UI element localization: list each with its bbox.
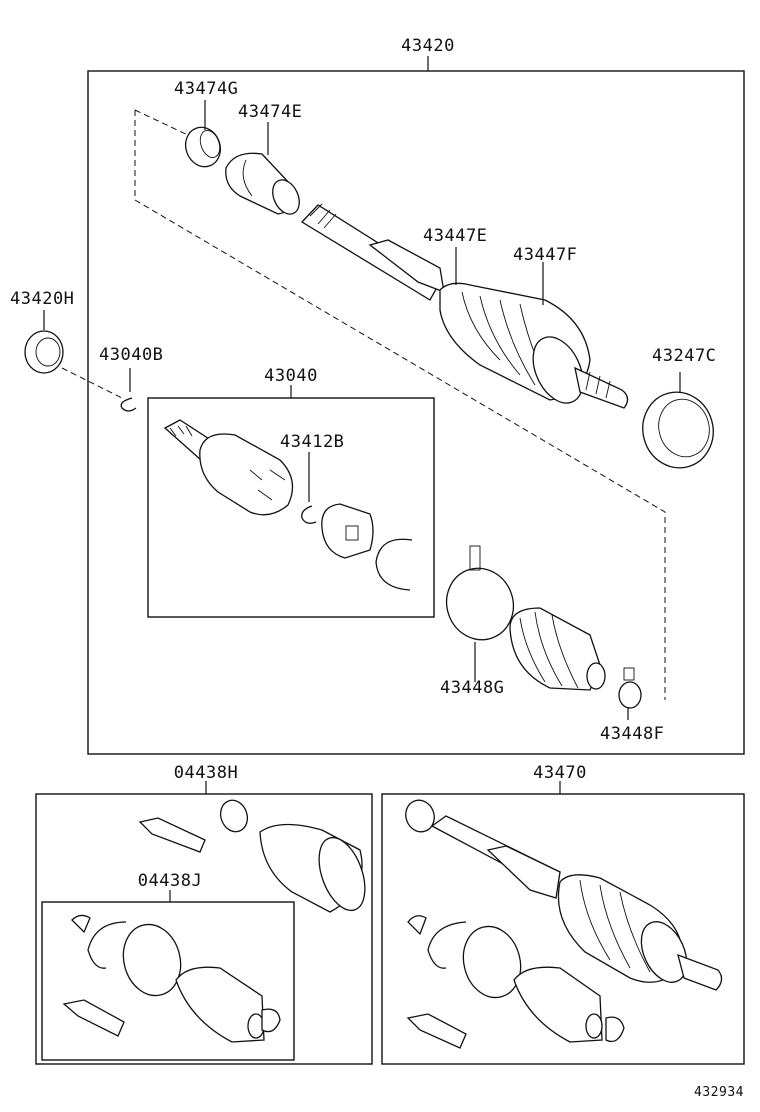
- grease-tube-1: [138, 817, 206, 853]
- snap-ring-large: [375, 538, 413, 591]
- label-04438j: 04438J: [138, 871, 202, 891]
- boot-j: [175, 966, 265, 1043]
- figure-number: 432934: [694, 1085, 744, 1100]
- assembly-dashed-outline: [134, 109, 666, 700]
- clamp-tiny-j: [261, 1008, 281, 1033]
- grease-tube-2: [62, 999, 125, 1037]
- label-43247c: 43247C: [652, 346, 716, 366]
- clamp-small-43470: [407, 915, 427, 936]
- label-04438h: 04438H: [174, 763, 238, 783]
- boot-kit-04438j-frame: [41, 901, 295, 1061]
- label-43040b: 43040B: [99, 345, 163, 365]
- clamp-tiny-43470: [605, 1016, 625, 1043]
- dust-seal-43474g: [184, 126, 222, 168]
- label-43448g: 43448G: [440, 678, 504, 698]
- boot-43470: [513, 966, 603, 1043]
- clamp-small-j: [71, 914, 91, 934]
- clamp-large-43470: [462, 925, 522, 999]
- circlip-43412b: [301, 505, 317, 524]
- snap-ring-j: [87, 921, 127, 969]
- boot-kit-04438h-frame: [35, 793, 373, 1065]
- label-43474e: 43474E: [238, 102, 302, 122]
- label-43412b: 43412B: [280, 432, 344, 452]
- drive-shaft-43470: [405, 799, 723, 991]
- snap-ring-43040b: [120, 397, 137, 412]
- tripod-spider: [321, 503, 374, 559]
- seal-43247c: [642, 391, 714, 469]
- boot-sleeve-43474e: [225, 152, 300, 215]
- label-43447f: 43447F: [513, 245, 577, 265]
- bearing-43420h: [24, 330, 64, 374]
- label-43474g: 43474G: [174, 79, 238, 99]
- ring-04438h: [219, 799, 249, 833]
- boot-04438h: [259, 823, 366, 913]
- clamp-large-j: [122, 923, 182, 997]
- label-43447e: 43447E: [423, 226, 487, 246]
- clamp-43448f: [618, 667, 642, 709]
- label-43040: 43040: [264, 366, 318, 386]
- grease-tube-3: [406, 1013, 467, 1049]
- label-43448f: 43448F: [600, 724, 664, 744]
- shaft-assy-43470-frame: [381, 793, 745, 1065]
- label-43470: 43470: [533, 763, 587, 783]
- snap-ring-43470: [427, 921, 467, 969]
- clamp-43448g: [445, 545, 515, 641]
- label-43420h: 43420H: [10, 289, 74, 309]
- drive-shaft-43420: [300, 203, 629, 409]
- inner-joint-housing: [163, 419, 294, 516]
- boot-outer: [509, 607, 606, 691]
- label-43420: 43420: [401, 36, 455, 56]
- assembly-43420-frame: [87, 70, 745, 755]
